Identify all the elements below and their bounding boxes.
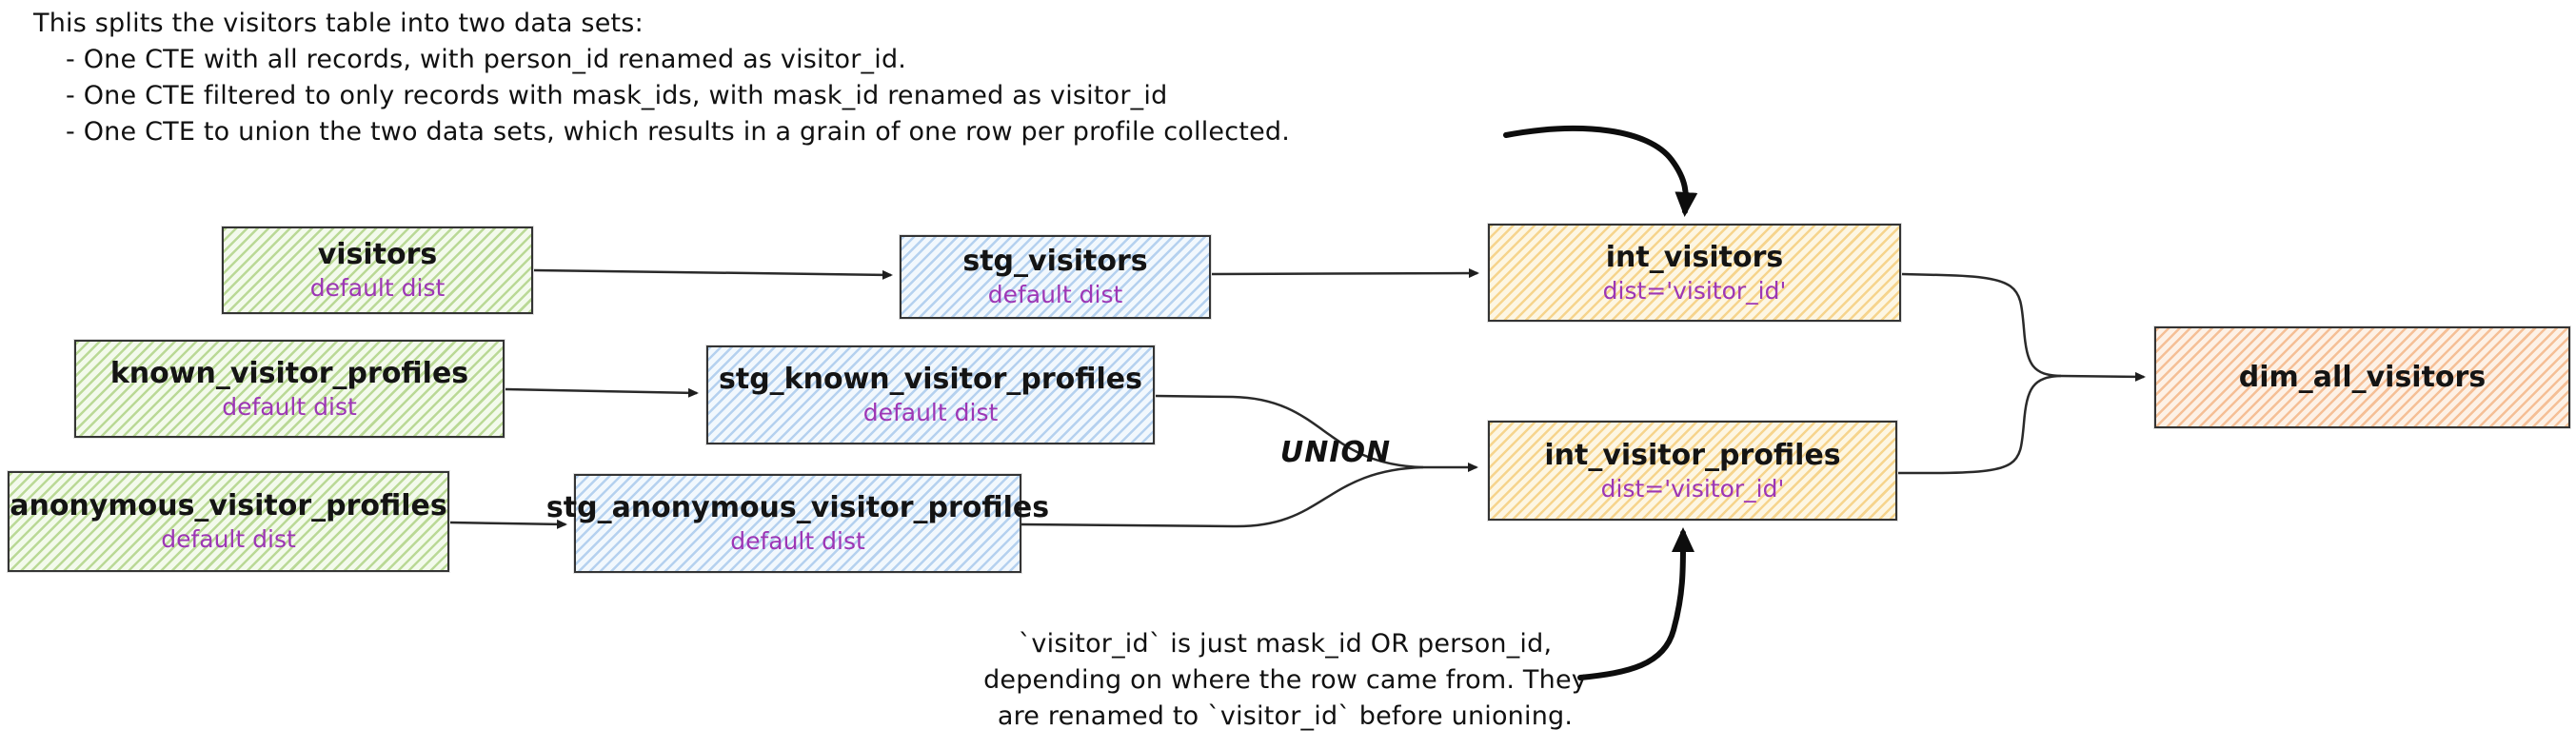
node-dim-all-visitors: dim_all_visitors — [2154, 326, 2570, 428]
node-title: int_visitor_profiles — [1544, 438, 1841, 472]
edge-visitors-to-stg-visitors — [533, 268, 893, 280]
node-title: anonymous_visitor_profiles — [10, 489, 447, 522]
node-subtitle: default dist — [222, 392, 357, 421]
top-annotation-arrow — [1503, 125, 1698, 217]
node-stg-visitors: stg_visitors default dist — [900, 235, 1211, 319]
node-int-visitor-profiles: int_visitor_profiles dist='visitor_id' — [1488, 421, 1897, 521]
node-subtitle: dist='visitor_id' — [1602, 276, 1787, 305]
node-subtitle: default dist — [987, 281, 1123, 308]
edge-right-merge-to-dim — [2060, 371, 2146, 382]
node-subtitle: dist='visitor_id' — [1600, 474, 1785, 503]
node-subtitle: default dist — [730, 527, 865, 555]
top-annotation: This splits the visitors table into two … — [33, 6, 1290, 150]
node-title: stg_known_visitor_profiles — [719, 363, 1142, 396]
node-anonymous-visitor-profiles: anonymous_visitor_profiles default dist — [8, 471, 449, 572]
top-annotation-line-3: - One CTE filtered to only records with … — [66, 81, 1168, 110]
node-stg-anonymous-visitor-profiles: stg_anonymous_visitor_profiles default d… — [546, 474, 1049, 573]
node-title: known_visitor_profiles — [109, 356, 469, 390]
node-int-visitors: int_visitors dist='visitor_id' — [1488, 224, 1901, 322]
node-title: visitors — [317, 238, 438, 271]
edge-int-visitors-to-right-merge — [1901, 272, 2062, 378]
node-subtitle: default dist — [161, 525, 296, 553]
node-subtitle: default dist — [309, 274, 446, 302]
edge-stg-known-to-union-merge — [1155, 394, 1424, 469]
top-annotation-line-1: This splits the visitors table into two … — [33, 9, 644, 38]
edge-int-profiles-to-right-merge — [1898, 374, 2062, 475]
union-label: UNION — [1279, 436, 1392, 469]
bottom-annotation-arrow — [1577, 527, 1695, 680]
node-subtitle: default dist — [862, 399, 999, 426]
node-visitors: visitors default dist — [222, 227, 533, 314]
bottom-annotation-line-3: are renamed to `visitor_id` before union… — [997, 701, 1574, 731]
node-title: stg_visitors — [962, 245, 1148, 278]
top-annotation-line-2: - One CTE with all records, with person_… — [66, 45, 907, 74]
edge-known-to-stg-known — [505, 387, 699, 398]
bottom-annotation-line-2: depending on where the row came from. Th… — [983, 665, 1587, 695]
node-known-visitor-profiles: known_visitor_profiles default dist — [74, 340, 505, 438]
node-stg-known-visitor-profiles: stg_known_visitor_profiles default dist — [706, 345, 1155, 444]
edge-anon-to-stg-anon — [449, 519, 567, 529]
bottom-annotation-line-1: `visitor_id` is just mask_id OR person_i… — [1018, 629, 1553, 659]
bottom-annotation: `visitor_id` is just mask_id OR person_i… — [909, 626, 1661, 735]
edge-stg-anon-to-union-merge — [1020, 465, 1424, 528]
top-annotation-line-4: - One CTE to union the two data sets, wh… — [66, 117, 1290, 147]
node-title: stg_anonymous_visitor_profiles — [545, 491, 1050, 524]
node-title: int_visitors — [1605, 240, 1784, 274]
node-title: dim_all_visitors — [2238, 360, 2487, 394]
edge-stg-visitors-to-int-visitors — [1211, 268, 1479, 279]
